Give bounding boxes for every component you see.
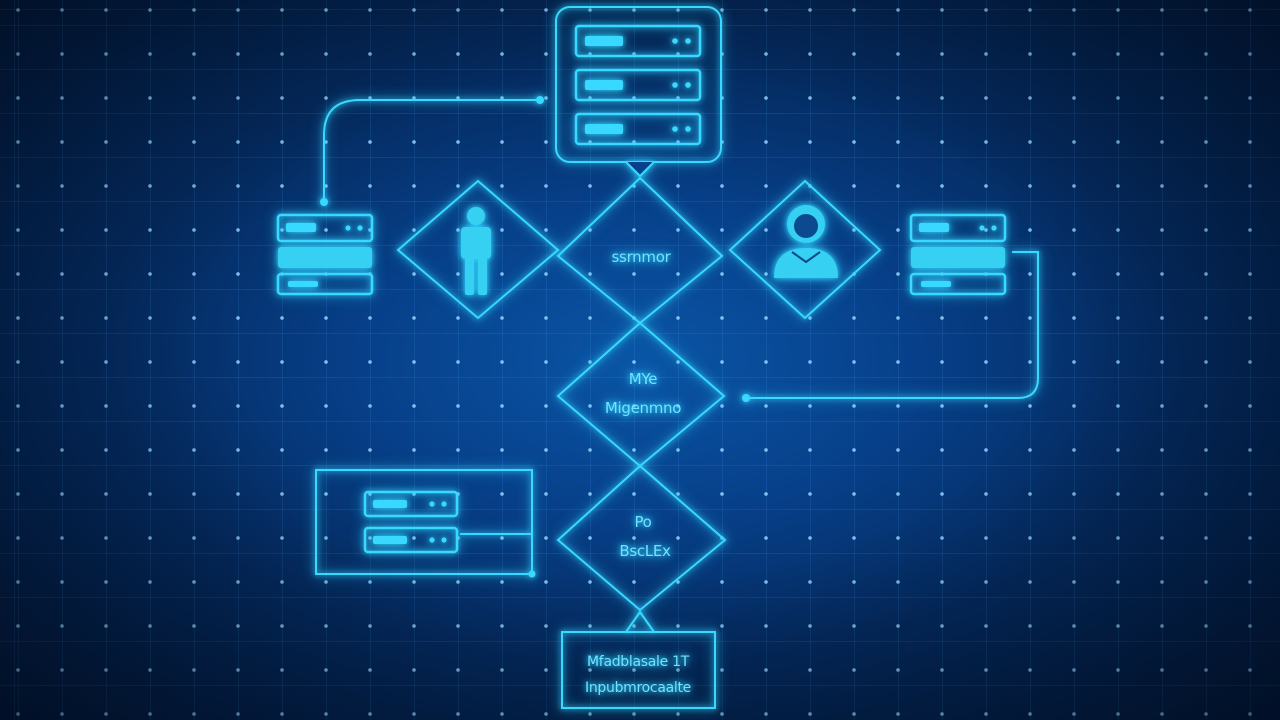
connector-right-server-to-middle bbox=[746, 251, 1039, 399]
left-user-diamond bbox=[396, 179, 560, 320]
bottom-box-label-line1: Mfadblasale 1T bbox=[587, 654, 690, 670]
connector-node-dot bbox=[536, 96, 544, 104]
server-rack-icon bbox=[574, 24, 702, 146]
lower-left-bracket bbox=[315, 469, 533, 575]
right-user-diamond bbox=[728, 179, 882, 320]
lower-diamond-label-line1: Po bbox=[634, 513, 651, 531]
server-rack-icon bbox=[276, 213, 374, 296]
connector-lower-to-bottom bbox=[625, 610, 655, 633]
server-rack-icon bbox=[909, 213, 1007, 296]
user-avatar-icon bbox=[774, 205, 838, 278]
middle-diamond bbox=[556, 321, 726, 468]
middle-diamond-label-line1: MYe bbox=[629, 370, 658, 388]
lower-diamond-label-line2: BscLEx bbox=[619, 542, 671, 560]
connector-node-dot bbox=[742, 394, 750, 402]
connector-node-dot bbox=[320, 198, 328, 206]
person-icon bbox=[461, 207, 491, 295]
top-server-node bbox=[555, 6, 722, 178]
bottom-box bbox=[561, 631, 716, 709]
server-rack-icon bbox=[363, 490, 459, 554]
center-diamond-label: ssrnmor bbox=[612, 248, 672, 266]
lower-diamond bbox=[556, 464, 727, 612]
connector-left-server-to-top bbox=[323, 99, 540, 202]
bottom-box-label-line2: Inpubmrocaalte bbox=[585, 680, 691, 696]
middle-diamond-label-line2: Migenmno bbox=[605, 399, 681, 417]
connector-node-dot bbox=[528, 570, 536, 578]
